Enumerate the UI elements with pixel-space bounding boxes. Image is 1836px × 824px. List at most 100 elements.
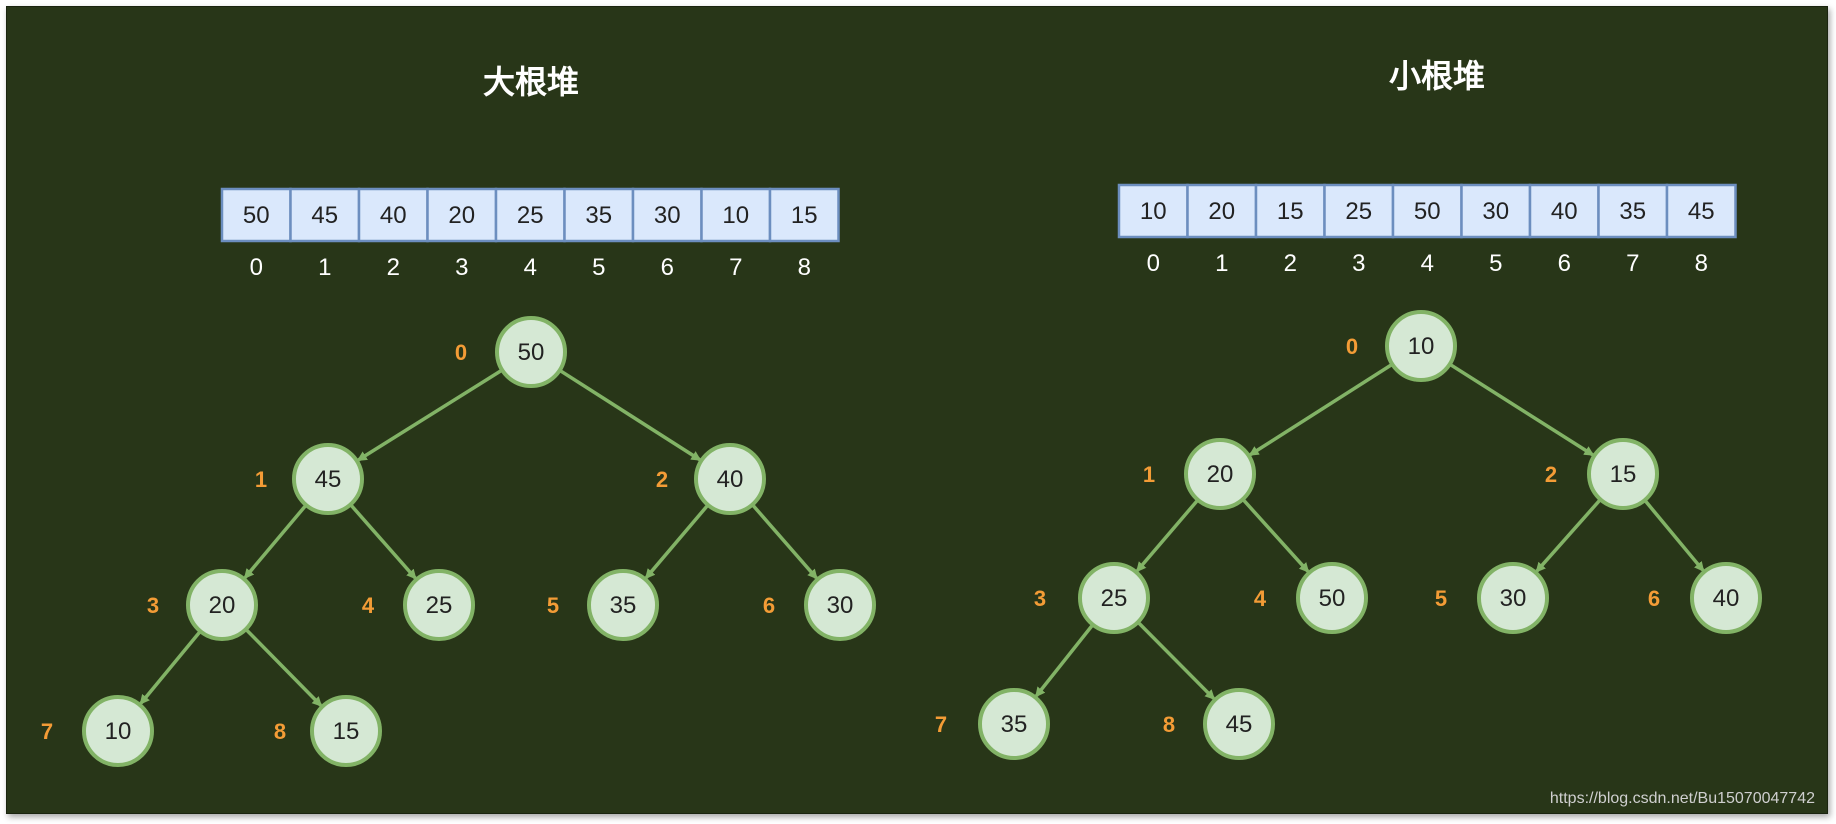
tree-node-value: 25 <box>1101 585 1128 612</box>
tree-node-value: 50 <box>518 339 545 366</box>
tree-node-index: 8 <box>274 719 286 744</box>
array-cell-value: 25 <box>517 202 544 229</box>
tree-node-index: 3 <box>147 593 159 618</box>
tree-node-value: 30 <box>827 592 854 619</box>
tree-node <box>1184 438 1256 510</box>
array-index: 6 <box>1558 250 1571 277</box>
tree-edge <box>349 503 417 580</box>
tree-node-value: 20 <box>209 592 236 619</box>
tree-node <box>804 569 876 641</box>
tree-edge <box>1136 498 1200 573</box>
tree-node <box>310 695 382 767</box>
tree-edge <box>1136 620 1216 700</box>
array-cell-value: 45 <box>1688 198 1715 225</box>
array-index: 7 <box>729 254 742 281</box>
min-heap-edges <box>1035 362 1705 700</box>
tree-node <box>694 443 766 515</box>
array-cell-value: 10 <box>1140 198 1167 225</box>
tree-node <box>1690 562 1762 634</box>
tree-node <box>1477 562 1549 634</box>
tree-node-index: 7 <box>935 712 947 737</box>
tree-node <box>978 688 1050 760</box>
array-cell <box>768 187 840 243</box>
tree-edge <box>751 503 818 580</box>
tree-edge <box>356 368 504 462</box>
tree-node-index: 4 <box>1254 586 1267 611</box>
tree-node <box>587 569 659 641</box>
array-cell <box>1323 183 1395 239</box>
array-index: 0 <box>1147 250 1160 277</box>
array-cell-value: 15 <box>791 202 818 229</box>
tree-edge <box>139 630 202 705</box>
array-index: 6 <box>661 254 674 281</box>
array-cell <box>563 187 635 243</box>
min-heap-title: 小根堆 <box>1389 57 1485 95</box>
array-index: 7 <box>1626 250 1639 277</box>
array-cell <box>494 187 566 243</box>
tree-edge <box>1035 623 1095 698</box>
array-cell <box>357 187 429 243</box>
tree-node-index: 5 <box>1435 586 1447 611</box>
array-index: 8 <box>1695 250 1708 277</box>
array-cell-value: 20 <box>1208 198 1235 225</box>
array-cell-value: 50 <box>243 202 270 229</box>
array-index: 2 <box>387 254 400 281</box>
array-cell-value: 40 <box>1551 198 1578 225</box>
tree-edge <box>644 503 710 580</box>
array-index: 5 <box>592 254 605 281</box>
array-index: 5 <box>1489 250 1502 277</box>
array-cell <box>1597 183 1669 239</box>
array-cell <box>700 187 772 243</box>
tree-node <box>1296 562 1368 634</box>
array-cell <box>1391 183 1463 239</box>
array-cell <box>220 187 292 243</box>
tree-node-index: 6 <box>763 593 775 618</box>
tree-node-value: 30 <box>1500 585 1527 612</box>
tree-node <box>403 569 475 641</box>
tree-node-value: 15 <box>1610 461 1637 488</box>
tree-node-value: 35 <box>1001 711 1028 738</box>
array-cell <box>289 187 361 243</box>
tree-edge <box>1643 499 1705 572</box>
tree-node-index: 5 <box>547 593 559 618</box>
tree-node-index: 0 <box>1346 334 1358 359</box>
tree-node-index: 4 <box>362 593 375 618</box>
array-index: 4 <box>524 254 537 281</box>
array-cell-value: 30 <box>654 202 681 229</box>
array-cell <box>1254 183 1326 239</box>
tree-edge <box>1448 362 1595 457</box>
tree-node <box>1385 310 1457 382</box>
tree-node <box>1203 688 1275 760</box>
array-index: 1 <box>318 254 331 281</box>
array-cell-value: 15 <box>1277 198 1304 225</box>
array-cell <box>1528 183 1600 239</box>
max-heap-title: 大根堆 <box>483 63 579 101</box>
tree-node-index: 7 <box>41 719 53 744</box>
tree-node-value: 45 <box>1226 711 1253 738</box>
tree-node <box>1078 562 1150 634</box>
array-cell-value: 40 <box>380 202 407 229</box>
tree-node-value: 10 <box>1408 333 1435 360</box>
max-heap-edges <box>139 368 818 707</box>
tree-edge <box>244 628 323 707</box>
tree-node-index: 2 <box>656 467 668 492</box>
tree-node-value: 10 <box>105 718 132 745</box>
array-cell-value: 35 <box>585 202 612 229</box>
array-cell <box>1117 183 1189 239</box>
watermark: https://blog.csdn.net/Bu15070047742 <box>1550 790 1815 807</box>
tree-node-value: 35 <box>610 592 637 619</box>
tree-node-value: 45 <box>315 466 342 493</box>
tree-edge <box>1535 498 1602 573</box>
tree-node <box>186 569 258 641</box>
tree-node-index: 1 <box>255 467 267 492</box>
tree-node-index: 0 <box>455 340 467 365</box>
array-index: 4 <box>1421 250 1434 277</box>
tree-node-value: 20 <box>1207 461 1234 488</box>
tree-node-index: 2 <box>1545 462 1557 487</box>
tree-node <box>292 443 364 515</box>
array-index: 2 <box>1284 250 1297 277</box>
tree-node <box>82 695 154 767</box>
